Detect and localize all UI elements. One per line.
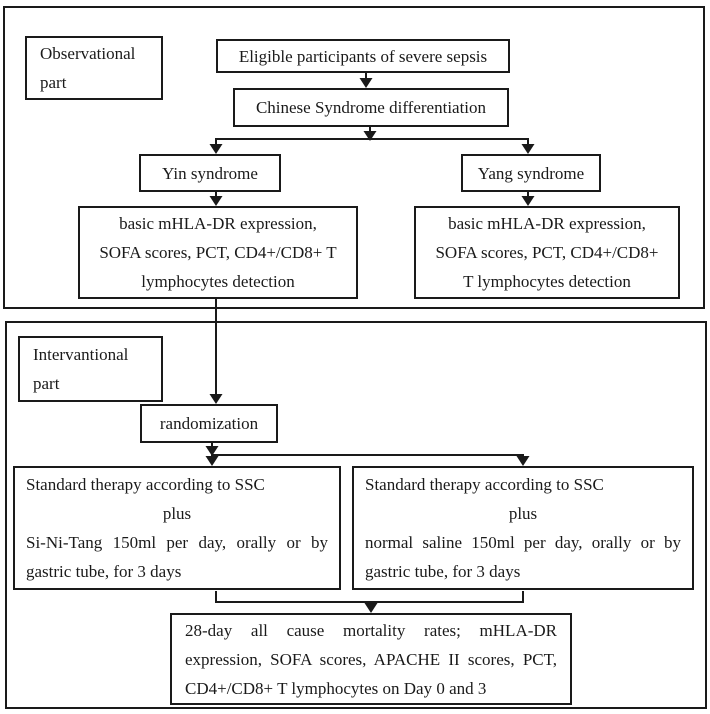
detection-box-yin: basic mHLA-DR expression, SOFA scores, P… [78,206,358,299]
arrow-branch-to-left-therapy [205,456,219,466]
detection-yang-line3: T lymphocytes detection [463,272,631,291]
interventional-part-label-line1: Intervantional [33,345,129,364]
outcome-line1: 28-day all cause mortality rates; mHLA-D… [185,620,557,640]
yang-syndrome-text: Yang syndrome [477,163,585,183]
therapy-saline-line2: plus [508,504,538,523]
detection-box-yang: basic mHLA-DR expression, SOFA scores, P… [414,206,680,299]
therapy-sinitang-line4: gastric tube, for 3 days [26,562,182,581]
yang-syndrome-box: Yang syndrome [461,154,601,192]
syndrome-differentiation-text: Chinese Syndrome differentiation [255,98,487,117]
arrow-detection-to-randomization [209,297,223,404]
interventional-part-label-line2: part [33,374,60,393]
outcome-line2: expression, SOFA scores, APACHE II score… [185,649,557,669]
eligible-participants-text: Eligible participants of severe sepsis [238,46,488,66]
arrow-yang-to-detection [521,191,535,206]
therapy-sinitang-line3: Si-Ni-Tang 150ml per day, orally or by [26,533,328,552]
arrow-merge-to-outcome [364,601,378,613]
syndrome-differentiation-box: Chinese Syndrome differentiation [233,88,509,127]
outcome-box: 28-day all cause mortality rates; mHLA-D… [170,613,572,705]
arrow-branch-to-right-therapy [516,456,530,466]
therapy-box-saline: Standard therapy according to SSC plus n… [352,466,694,590]
outcome-line3: CD4+/CD8+ T lymphocytes on Day 0 and 3 [185,678,487,698]
arrow-yin-to-detection [209,191,223,206]
observational-part-label: Observational part [25,36,163,100]
observational-part-label-line1: Observational [40,44,136,63]
therapy-saline-line3: normal saline 150ml per day, orally or b… [365,533,681,552]
detection-yang-line2: SOFA scores, PCT, CD4+/CD8+ [435,243,659,262]
therapy-saline-line4: gastric tube, for 3 days [365,562,521,581]
detection-yang-line1: basic mHLA-DR expression, [448,214,646,233]
therapy-sinitang-line1: Standard therapy according to SSC [26,475,265,494]
yin-syndrome-text: Yin syndrome [162,163,258,183]
detection-yin-line3: lymphocytes detection [141,272,295,291]
arrow-differentiation-to-branch [363,126,377,141]
yin-syndrome-box: Yin syndrome [139,154,281,192]
arrow-eligible-to-differentiation [359,72,373,88]
randomization-box: randomization [140,404,278,443]
arrow-randomization-to-branch [205,442,219,456]
randomization-text: randomization [159,414,259,433]
therapy-box-sinitang: Standard therapy according to SSC plus S… [13,466,341,590]
arrow-branch-to-yang [521,139,535,154]
observational-part-label-line2: part [40,73,67,92]
therapy-sinitang-line2: plus [162,504,192,523]
arrow-branch-to-yin [209,139,223,154]
therapy-saline-line1: Standard therapy according to SSC [365,475,604,494]
eligible-participants-box: Eligible participants of severe sepsis [216,39,510,73]
detection-yin-line1: basic mHLA-DR expression, [119,214,317,233]
interventional-part-label: Intervantional part [18,336,163,402]
detection-yin-line2: SOFA scores, PCT, CD4+/CD8+ T [99,243,337,262]
